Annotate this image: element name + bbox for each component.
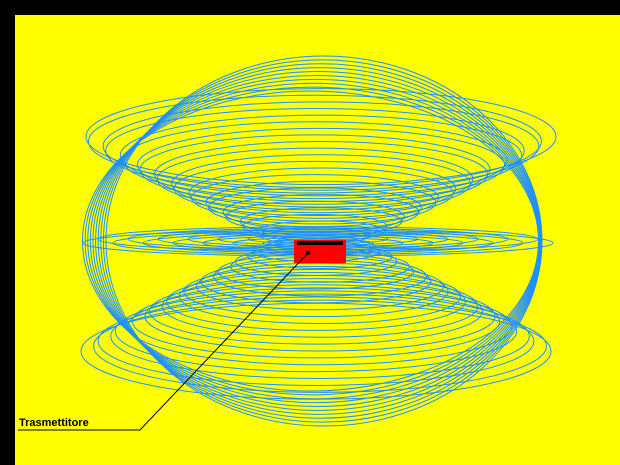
field-line-upper [136, 127, 506, 202]
field-line-lower [149, 278, 483, 345]
field-line-upper [102, 101, 540, 191]
field-line-lower [93, 299, 547, 393]
field-line-lower [97, 296, 535, 386]
field-line-upper [88, 94, 542, 188]
field-line-lower [161, 275, 479, 338]
transmitter-antenna [297, 241, 343, 245]
transmitter-label: Trasmettitore [19, 417, 89, 429]
field-line-lower [166, 271, 466, 331]
field-lines [80, 55, 557, 427]
field-line-upper [85, 88, 557, 186]
leader-line [18, 252, 309, 431]
field-line-upper [119, 114, 523, 197]
field-line-lower [127, 287, 513, 366]
field-line-upper [139, 134, 491, 205]
field-line-lower [110, 293, 530, 380]
field-line-upper [105, 107, 525, 194]
field-line-lower [183, 265, 449, 318]
transmitter-body [294, 240, 346, 263]
field-line-lower [114, 290, 518, 373]
field-line-outer [105, 55, 543, 427]
field-line-upper [171, 154, 471, 214]
